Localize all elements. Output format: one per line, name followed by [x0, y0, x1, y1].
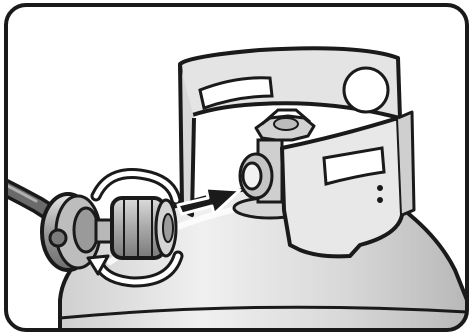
coupling-nut	[112, 198, 176, 258]
valve-outlet	[240, 154, 272, 198]
